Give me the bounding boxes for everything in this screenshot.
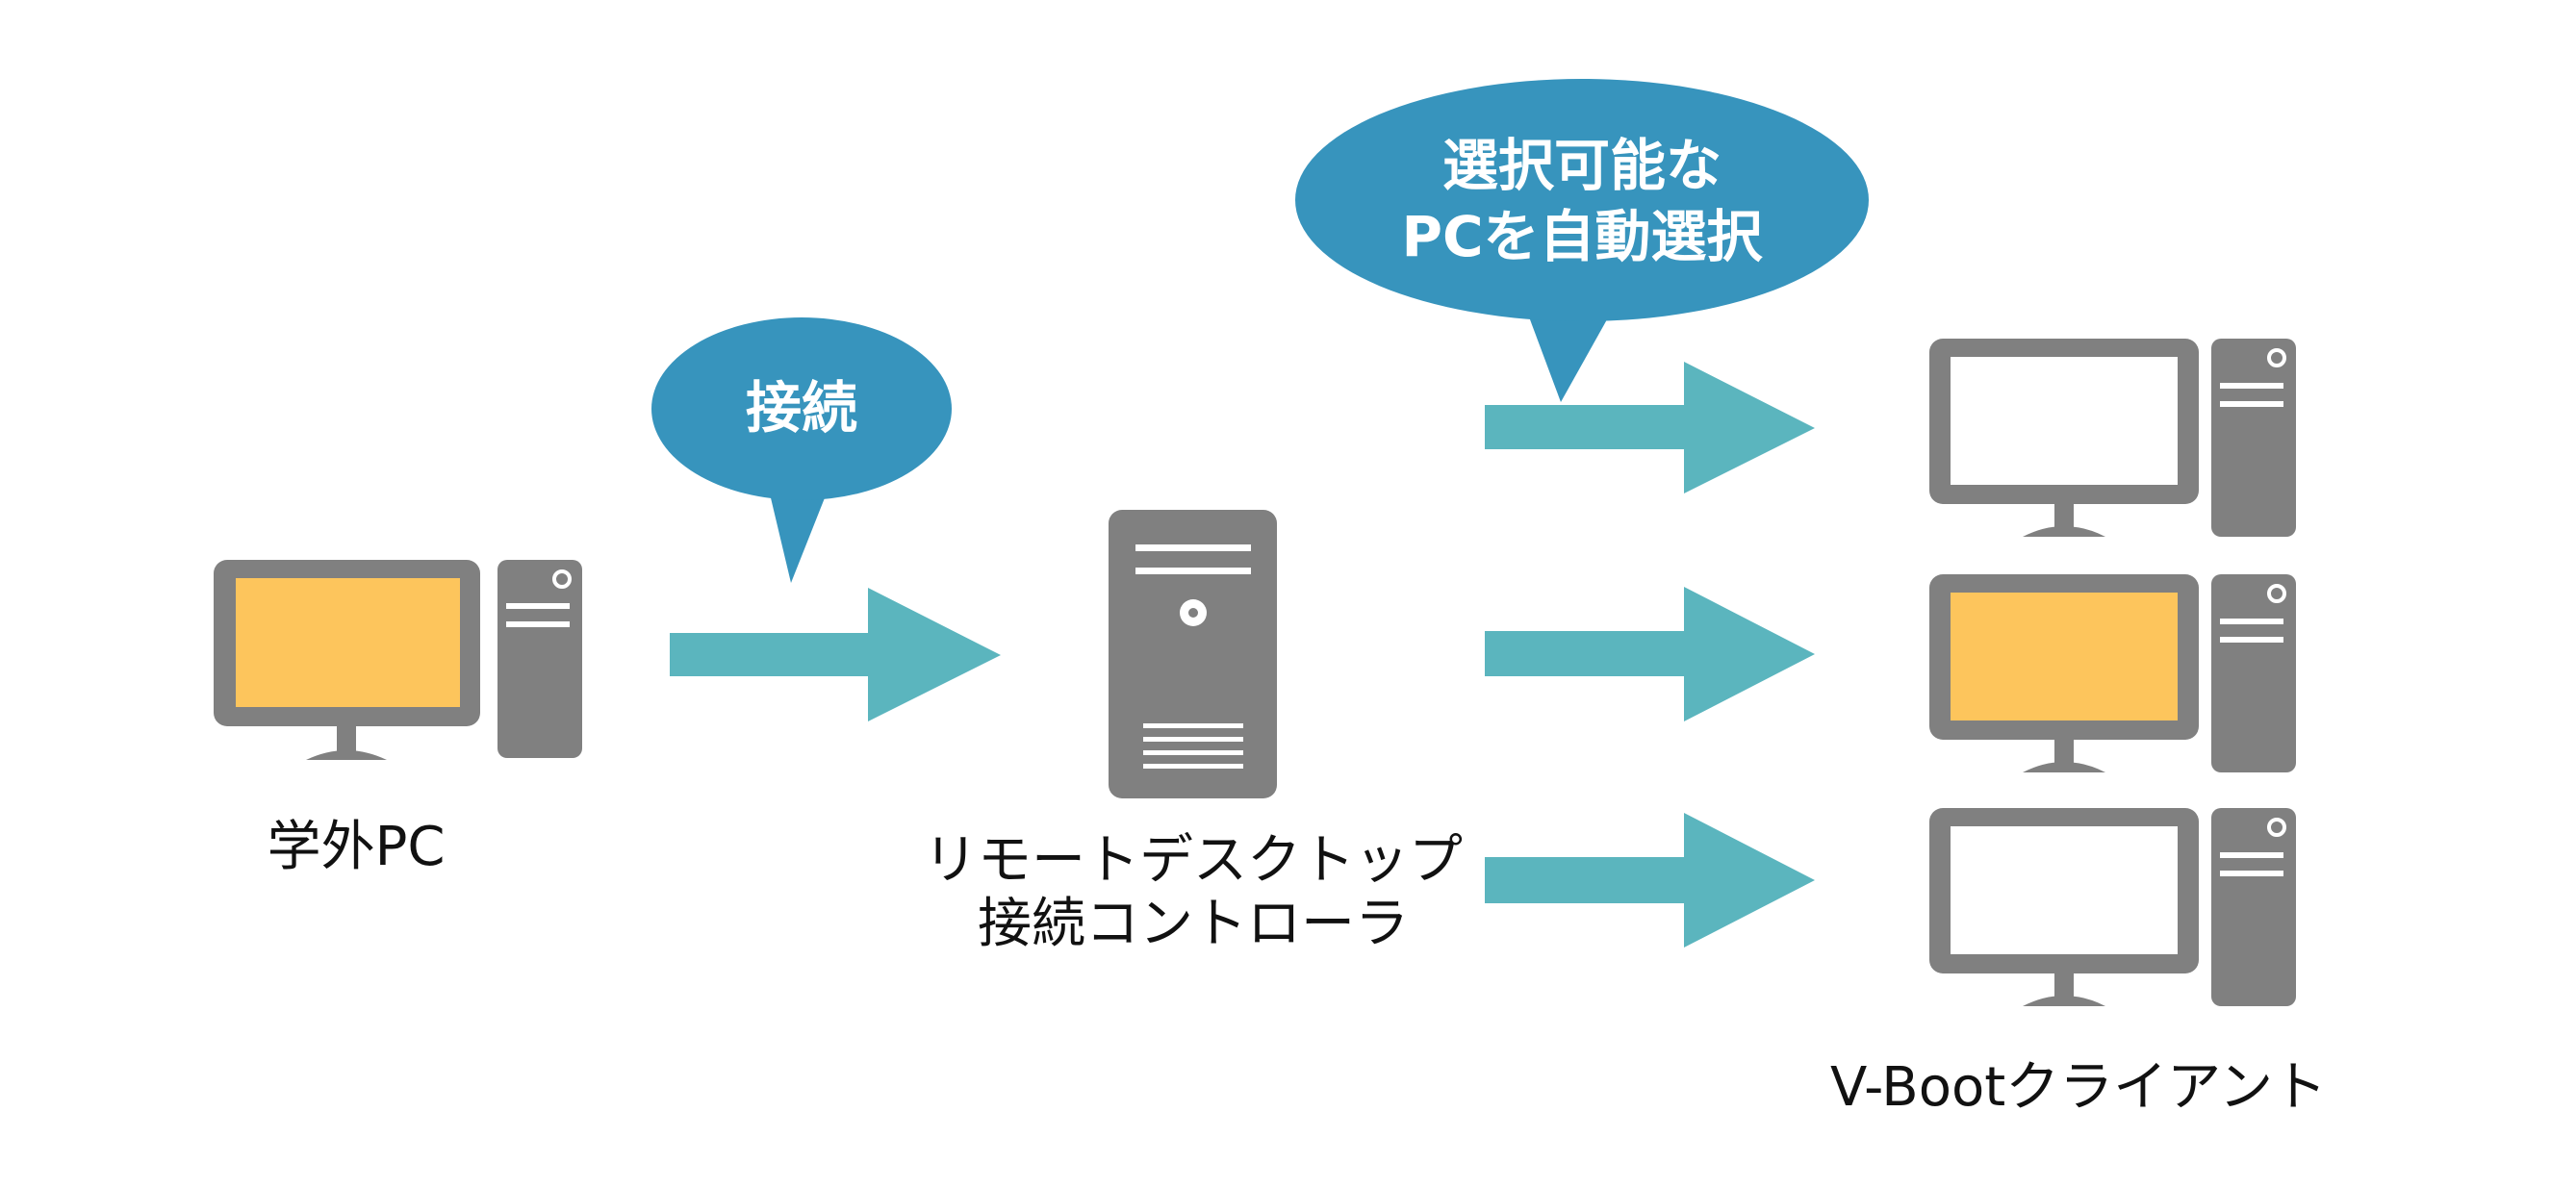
auto-select-bubble-label: 選択可能な PCを自動選択 [1361, 130, 1803, 272]
arrow-to-client-3 [1485, 813, 1815, 948]
drive-slot [2220, 401, 2283, 407]
clients-label: V-Bootクライアント [1830, 1056, 2327, 1119]
external-pc [214, 560, 582, 760]
arrow-to-controller [670, 588, 1001, 721]
drive-slot [2220, 619, 2283, 624]
client-pc-neck [2054, 504, 2074, 527]
server-vent [1143, 737, 1243, 742]
external-pc-drive-slot [506, 603, 570, 609]
drive-slot [2220, 637, 2283, 643]
power-icon [2267, 348, 2286, 367]
auto-select-bubble-line1: 選択可能な [1441, 133, 1722, 198]
external-pc-label: 学外PC [267, 816, 446, 878]
external-pc-stand [306, 750, 387, 760]
power-icon [2267, 584, 2286, 603]
connect-bubble-tail [768, 486, 829, 583]
external-pc-power-icon [552, 569, 572, 589]
client-pc-neck [2054, 740, 2074, 763]
client-pc-tower [2211, 808, 2296, 1006]
client-pc-stand [2023, 996, 2105, 1006]
controller-label-line2: 接続コントローラ [978, 893, 1409, 956]
external-pc-neck [337, 726, 356, 751]
external-pc-drive-slot [506, 621, 570, 627]
client-pc-tower [2211, 574, 2296, 772]
controller-server [1109, 510, 1277, 798]
connect-bubble-body [651, 317, 952, 500]
client-pc-neck [2054, 973, 2074, 997]
server-vent [1143, 764, 1243, 769]
auto-select-bubble-body [1295, 79, 1869, 321]
drive-slot [2220, 871, 2283, 876]
connect-bubble [651, 317, 952, 583]
client-pc-1 [1929, 339, 2296, 537]
server-vent [1143, 723, 1243, 728]
external-pc-tower [497, 560, 582, 758]
client-pc-screen [1951, 593, 2178, 720]
external-pc-screen [236, 578, 460, 707]
server-power-button-center [1188, 608, 1198, 618]
connect-bubble-label: 接続 [745, 375, 857, 441]
arrow-to-client-2 [1485, 587, 1815, 721]
server-drive-slot [1135, 544, 1251, 551]
client-pc-screen [1951, 357, 2178, 485]
client-pc-stand [2023, 762, 2105, 772]
client-pc-2 [1929, 574, 2296, 772]
drive-slot [2220, 852, 2283, 858]
server-vent [1143, 750, 1243, 755]
auto-select-bubble-line2: PCを自動選択 [1401, 204, 1763, 269]
client-pc-screen [1951, 826, 2178, 954]
controller-label-line1: リモートデスクトップ [924, 829, 1463, 892]
client-pc-stand [2023, 526, 2105, 537]
server-drive-slot [1135, 568, 1251, 574]
client-pc-3 [1929, 808, 2296, 1006]
client-pc-tower [2211, 339, 2296, 537]
arrow-to-client-1 [1485, 362, 1815, 493]
auto-select-bubble [1295, 79, 1869, 402]
power-icon [2267, 818, 2286, 837]
controller-label: リモートデスクトップ 接続コントローラ [905, 829, 1482, 956]
drive-slot [2220, 383, 2283, 389]
